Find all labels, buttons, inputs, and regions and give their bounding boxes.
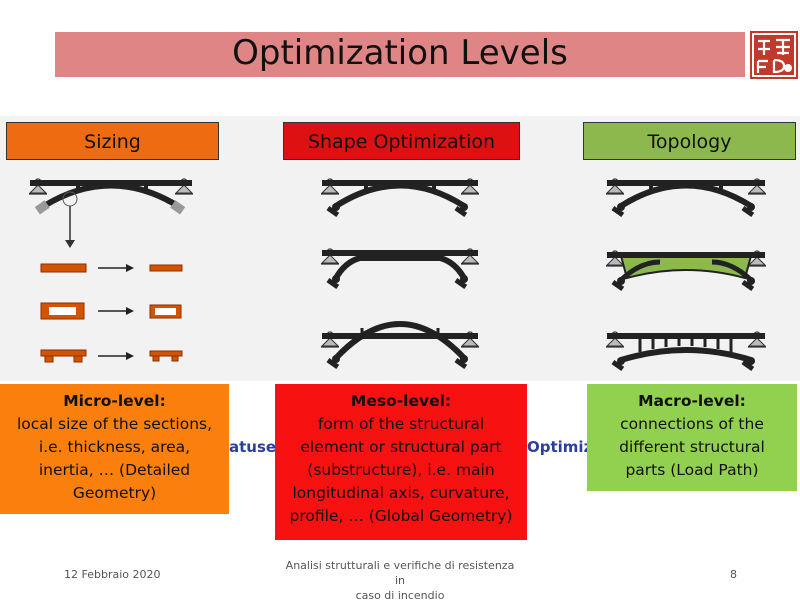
- background-link-text-right: Optimiza: [527, 438, 603, 456]
- header-sizing: Sizing: [6, 122, 219, 160]
- sizing-bridge: [28, 178, 194, 248]
- section-rect-solid: [40, 263, 183, 273]
- header-topology: Topology: [583, 122, 796, 160]
- meso-line: element or structural part: [300, 438, 502, 456]
- micro-line: i.e. thickness, area,: [38, 438, 191, 456]
- topology-bridge-1: [605, 178, 767, 217]
- topology-bridge-3: [605, 331, 767, 371]
- page-number: 8: [730, 568, 737, 581]
- macro-line: connections of the: [620, 415, 764, 433]
- slide-title: Optimization Levels: [232, 33, 568, 73]
- footer-title: Analisi strutturali e verifiche di resis…: [280, 558, 520, 603]
- meso-line: (substructure), i.e. main: [307, 461, 495, 479]
- footer-title-line: caso di incendio: [355, 589, 445, 602]
- topology-bridge-2: [605, 250, 767, 291]
- micro-level-box: Micro-level: local size of the sections,…: [0, 384, 229, 514]
- meso-line: longitudinal axis, curvature,: [292, 484, 510, 502]
- meso-level-box: Meso-level: form of the structural eleme…: [275, 384, 527, 540]
- shape-bridge-2: [320, 248, 480, 289]
- meso-line: form of the structural: [317, 415, 485, 433]
- shape-bridge-3: [320, 321, 480, 369]
- macro-level-heading: Macro-level:: [638, 392, 746, 410]
- meso-level-heading: Meso-level:: [350, 392, 452, 410]
- seal-logo: [750, 31, 798, 79]
- title-bar: [55, 32, 745, 77]
- section-rect-hollow: [40, 302, 182, 320]
- shape-bridge-1: [320, 178, 480, 217]
- macro-line: parts (Load Path): [625, 461, 759, 479]
- macro-line: different structural: [619, 438, 765, 456]
- micro-line: inertia, … (Detailed: [38, 461, 191, 479]
- footer-title-line: Analisi strutturali e verifiche di resis…: [285, 559, 515, 587]
- micro-line: local size of the sections,: [16, 415, 213, 433]
- header-shape-optimization: Shape Optimization: [283, 122, 520, 160]
- footer-date: 12 Febbraio 2020: [64, 568, 161, 581]
- section-t-beam: [40, 349, 183, 363]
- meso-line: profile, … (Global Geometry): [289, 507, 513, 525]
- micro-line: Geometry): [72, 484, 157, 502]
- micro-level-heading: Micro-level:: [63, 392, 166, 410]
- macro-level-box: Macro-level: connections of the differen…: [587, 384, 797, 491]
